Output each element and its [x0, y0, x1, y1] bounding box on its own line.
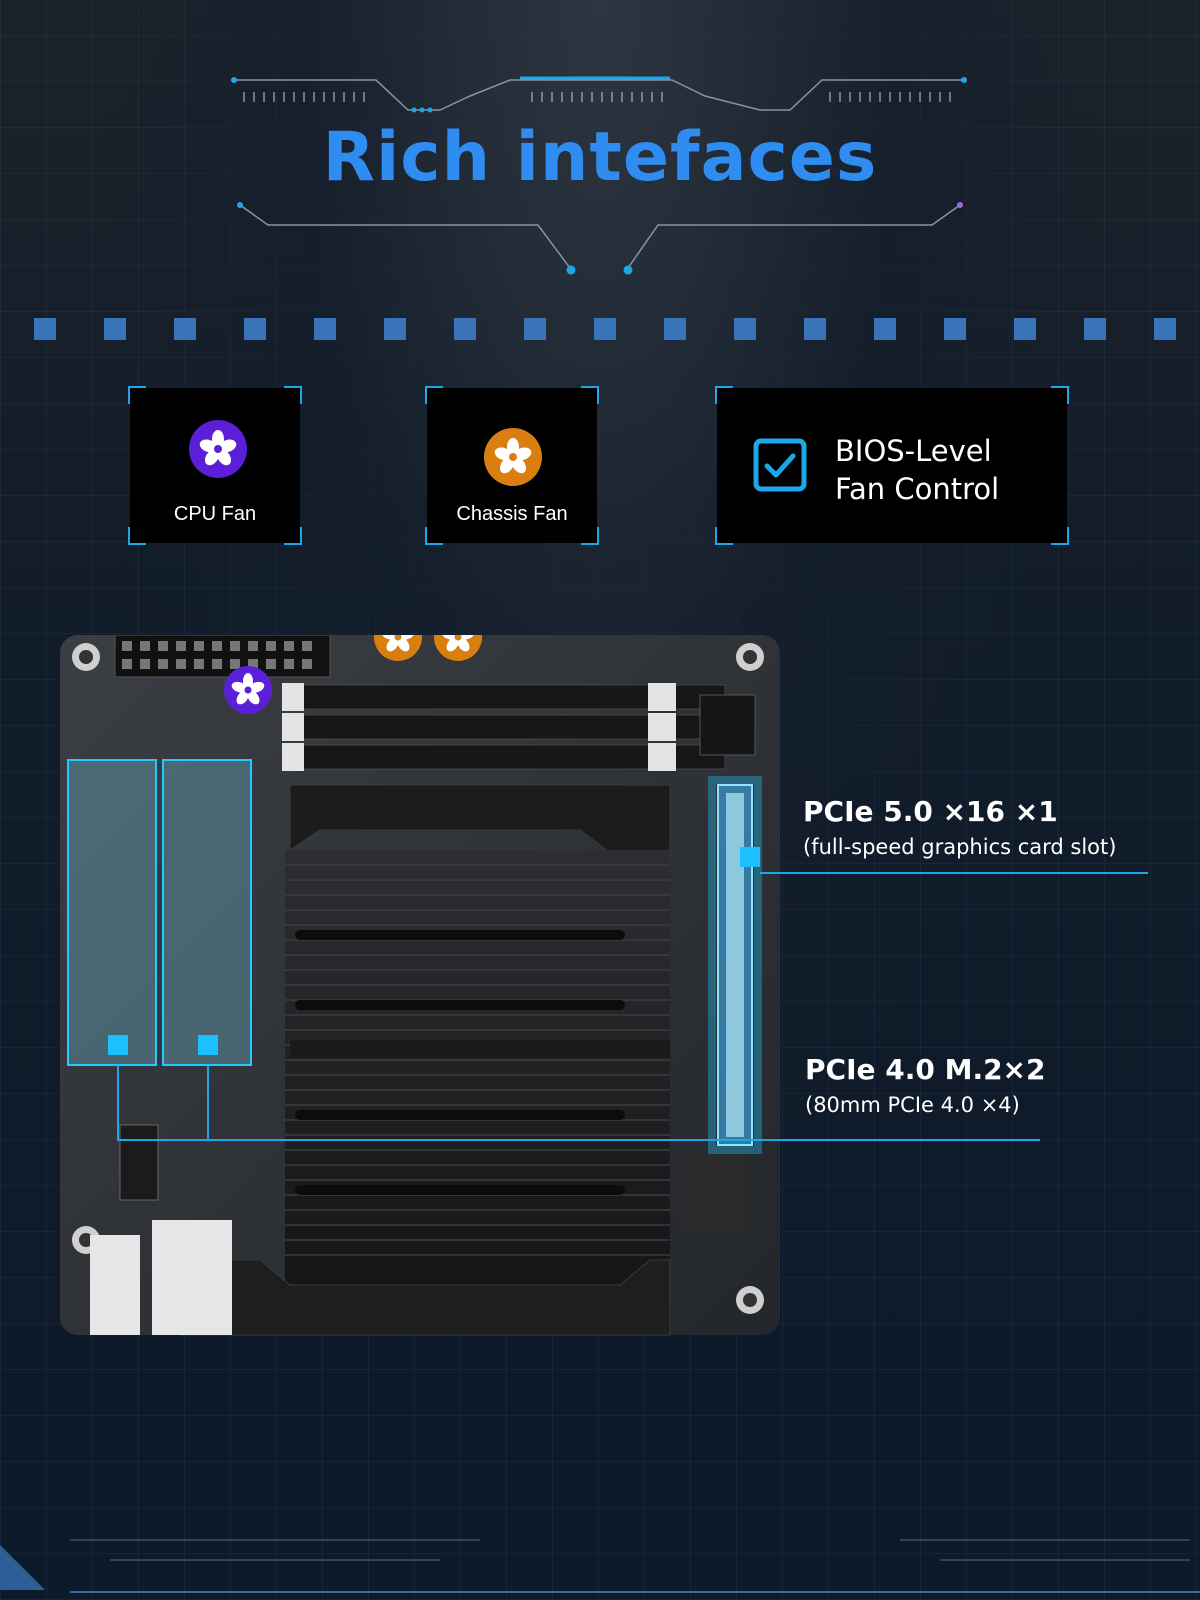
motherboard-image [60, 635, 780, 1336]
cpu-fan-card: CPU Fan [128, 386, 302, 545]
fan-icon [189, 420, 247, 478]
cpu-fan-label: CPU Fan [173, 503, 257, 525]
square-dot-divider [34, 318, 1184, 340]
chassis-fan-card: Chassis Fan [425, 386, 599, 545]
checkbox-icon [753, 438, 807, 492]
title-frame-decoration [231, 76, 967, 275]
m2-callout-title: PCIe 4.0 M.2×2 [805, 1053, 1046, 1086]
fan-icon [484, 428, 542, 486]
page-title: Rich intefaces [322, 118, 878, 197]
pcie5-callout-subtitle: (full-speed graphics card slot) [803, 835, 1117, 859]
bios-fan-control-card: BIOS-Level Fan Control [715, 386, 1069, 545]
bios-fan-control-text: BIOS-Level Fan Control [835, 432, 999, 508]
chassis-fan-label: Chassis Fan [456, 503, 568, 525]
m2-callout-subtitle: (80mm PCIe 4.0 ×4) [805, 1093, 1020, 1117]
bios-line-1: BIOS-Level [835, 434, 992, 468]
bios-line-2: Fan Control [835, 472, 1000, 506]
pcie5-callout-title: PCIe 5.0 ×16 ×1 [803, 795, 1058, 828]
